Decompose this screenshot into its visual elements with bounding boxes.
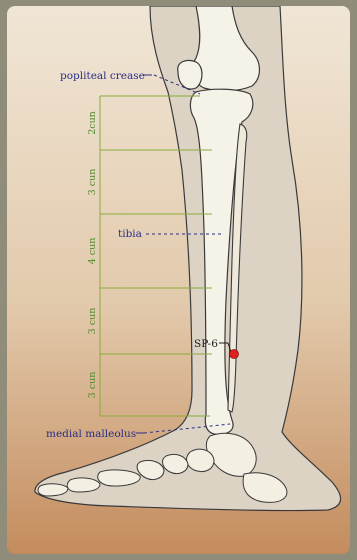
segment-label-1: 2cun <box>87 111 98 135</box>
segment-label-3: 4 cun <box>87 238 98 265</box>
patella-bone <box>178 60 202 89</box>
tibia-label: tibia <box>118 228 142 240</box>
segment-label-4: 3 cun <box>87 308 98 335</box>
popliteal-crease-label: popliteal crease <box>60 70 145 82</box>
segment-label-2: 3 cun <box>87 169 98 196</box>
segment-label-5: 3 cun <box>87 372 98 399</box>
acupoint-marker <box>230 350 239 359</box>
medial-malleolus-label: medial malleolus <box>46 428 136 440</box>
leg-diagram: 2cun 3 cun 4 cun 3 cun 3 cun popliteal c… <box>7 6 350 554</box>
point-label: SP-6 <box>194 338 218 350</box>
diagram-panel: 2cun 3 cun 4 cun 3 cun 3 cun popliteal c… <box>7 6 350 554</box>
